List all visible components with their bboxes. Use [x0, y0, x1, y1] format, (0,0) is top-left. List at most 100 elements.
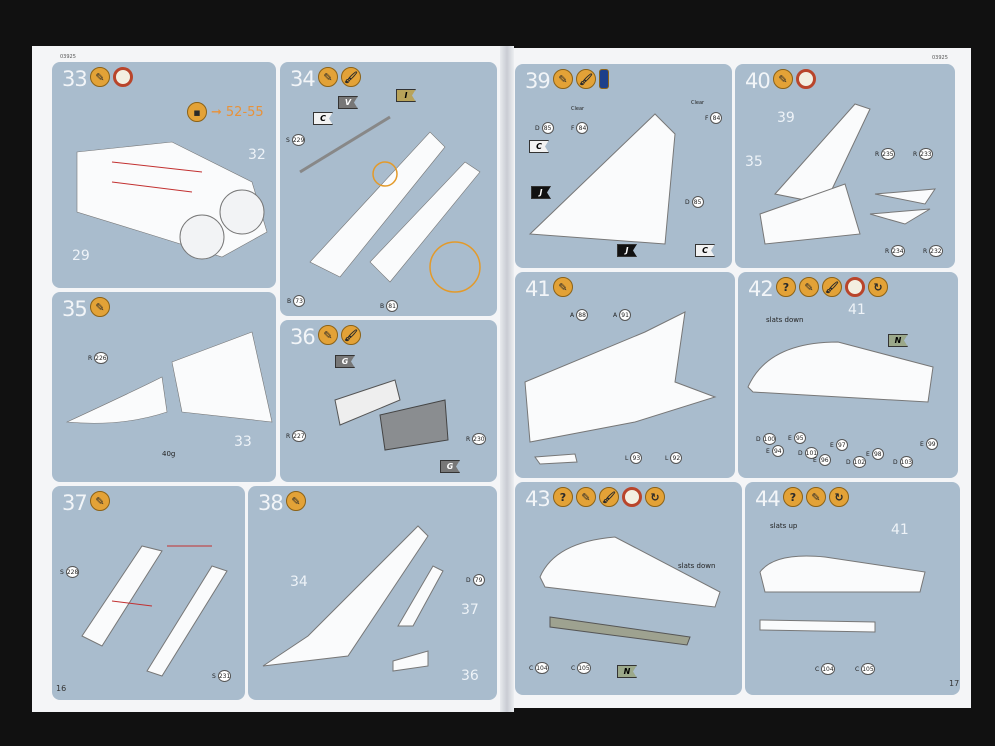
step-icons: ✎🖌	[318, 67, 361, 87]
sprue-letter: B	[380, 302, 385, 310]
step-number: 38	[258, 491, 284, 515]
step-icons: ?✎↻	[783, 487, 849, 507]
callout: 33	[234, 434, 252, 450]
drawing-part	[524, 311, 717, 443]
step-number: 33	[62, 67, 88, 91]
part-number: 229	[291, 134, 306, 146]
step-number: 43	[525, 487, 551, 511]
drawing-part	[372, 161, 398, 187]
kit-code-left: 03925	[60, 54, 76, 60]
step-icons: ✎	[553, 277, 573, 297]
paint-brush-icon: 🖌	[599, 487, 619, 507]
sprue-letter: L	[625, 454, 629, 462]
nose-cone-drawing	[65, 331, 273, 424]
sprue-letter: S	[60, 568, 64, 576]
part-number: 79	[472, 574, 485, 586]
cement-icon: ✎	[806, 487, 826, 507]
drawing-part	[299, 115, 391, 174]
paint-brush-icon: 🖌	[341, 67, 361, 87]
wing-slats-up-drawing	[759, 555, 926, 633]
sprue-letter: D	[535, 124, 540, 132]
question-icon: ?	[783, 487, 803, 507]
sprue-letter: C	[529, 664, 534, 672]
clock-icon	[845, 277, 865, 297]
step-icons: ✎🖌	[553, 69, 609, 89]
part-number: 228	[65, 566, 80, 578]
drawing-part	[759, 619, 876, 633]
part-number: 94	[771, 445, 784, 457]
sprue-letter: C	[571, 664, 576, 672]
step-number: 44	[755, 487, 781, 511]
drawing-part	[759, 555, 926, 593]
sprue-letter: S	[212, 672, 216, 680]
part-number: 231	[217, 670, 232, 682]
step-icons: ✎	[773, 69, 816, 89]
part-number: 85	[691, 196, 704, 208]
sprue-letter: D	[798, 449, 803, 457]
drawing-part	[219, 189, 265, 235]
flip-icon: ↻	[829, 487, 849, 507]
wing-slats-drawing	[747, 341, 934, 403]
step-number: 39	[525, 69, 551, 93]
cement-icon: ✎	[90, 67, 110, 87]
wing-slats-down-drawing	[539, 536, 721, 646]
part-number: 73	[293, 295, 306, 307]
paint-brush-icon: 🖌	[576, 69, 596, 89]
sprue-letter: R	[286, 432, 291, 440]
step-number: 42	[748, 277, 774, 301]
drawing-part	[334, 379, 401, 426]
bay-parts-drawing	[334, 379, 449, 451]
part-number: 104	[535, 662, 549, 674]
callout: 35	[745, 154, 763, 170]
sprue-letter: R	[885, 247, 890, 255]
part-number: 234	[891, 245, 905, 257]
cement-icon: ✎	[553, 69, 573, 89]
part-number: 99	[925, 438, 938, 450]
clear-paint-label: Clear	[691, 100, 705, 106]
paint-brush-icon: 🖌	[822, 277, 842, 297]
cement-icon: ✎	[576, 487, 596, 507]
part-number: 227	[292, 430, 306, 442]
cement-icon: ✎	[90, 297, 110, 317]
tail-assembly-drawing	[759, 103, 936, 245]
part-number: 103	[899, 456, 914, 468]
step-icons: ✎	[90, 297, 110, 317]
decal-reference: ▪➞52-55	[187, 102, 264, 122]
part-number: 105	[861, 663, 875, 675]
step-icons: ✎🖌	[318, 325, 361, 345]
drawing-part	[146, 565, 228, 677]
step-33-panel: 33 ✎ ▪➞52-55 32 29	[52, 62, 276, 288]
part-number: 92	[670, 452, 683, 464]
sprue-letter: D	[685, 198, 690, 206]
part-number: 91	[619, 309, 632, 321]
part-number: 101	[804, 447, 819, 459]
callout: 32	[248, 147, 266, 163]
step-number: 40	[745, 69, 771, 93]
sprue-letter: E	[920, 440, 924, 448]
panels-drawing	[81, 545, 228, 677]
arrow-icon: ➞	[211, 104, 222, 120]
part-number: 84	[576, 122, 589, 134]
sprue-letter: A	[570, 311, 575, 319]
